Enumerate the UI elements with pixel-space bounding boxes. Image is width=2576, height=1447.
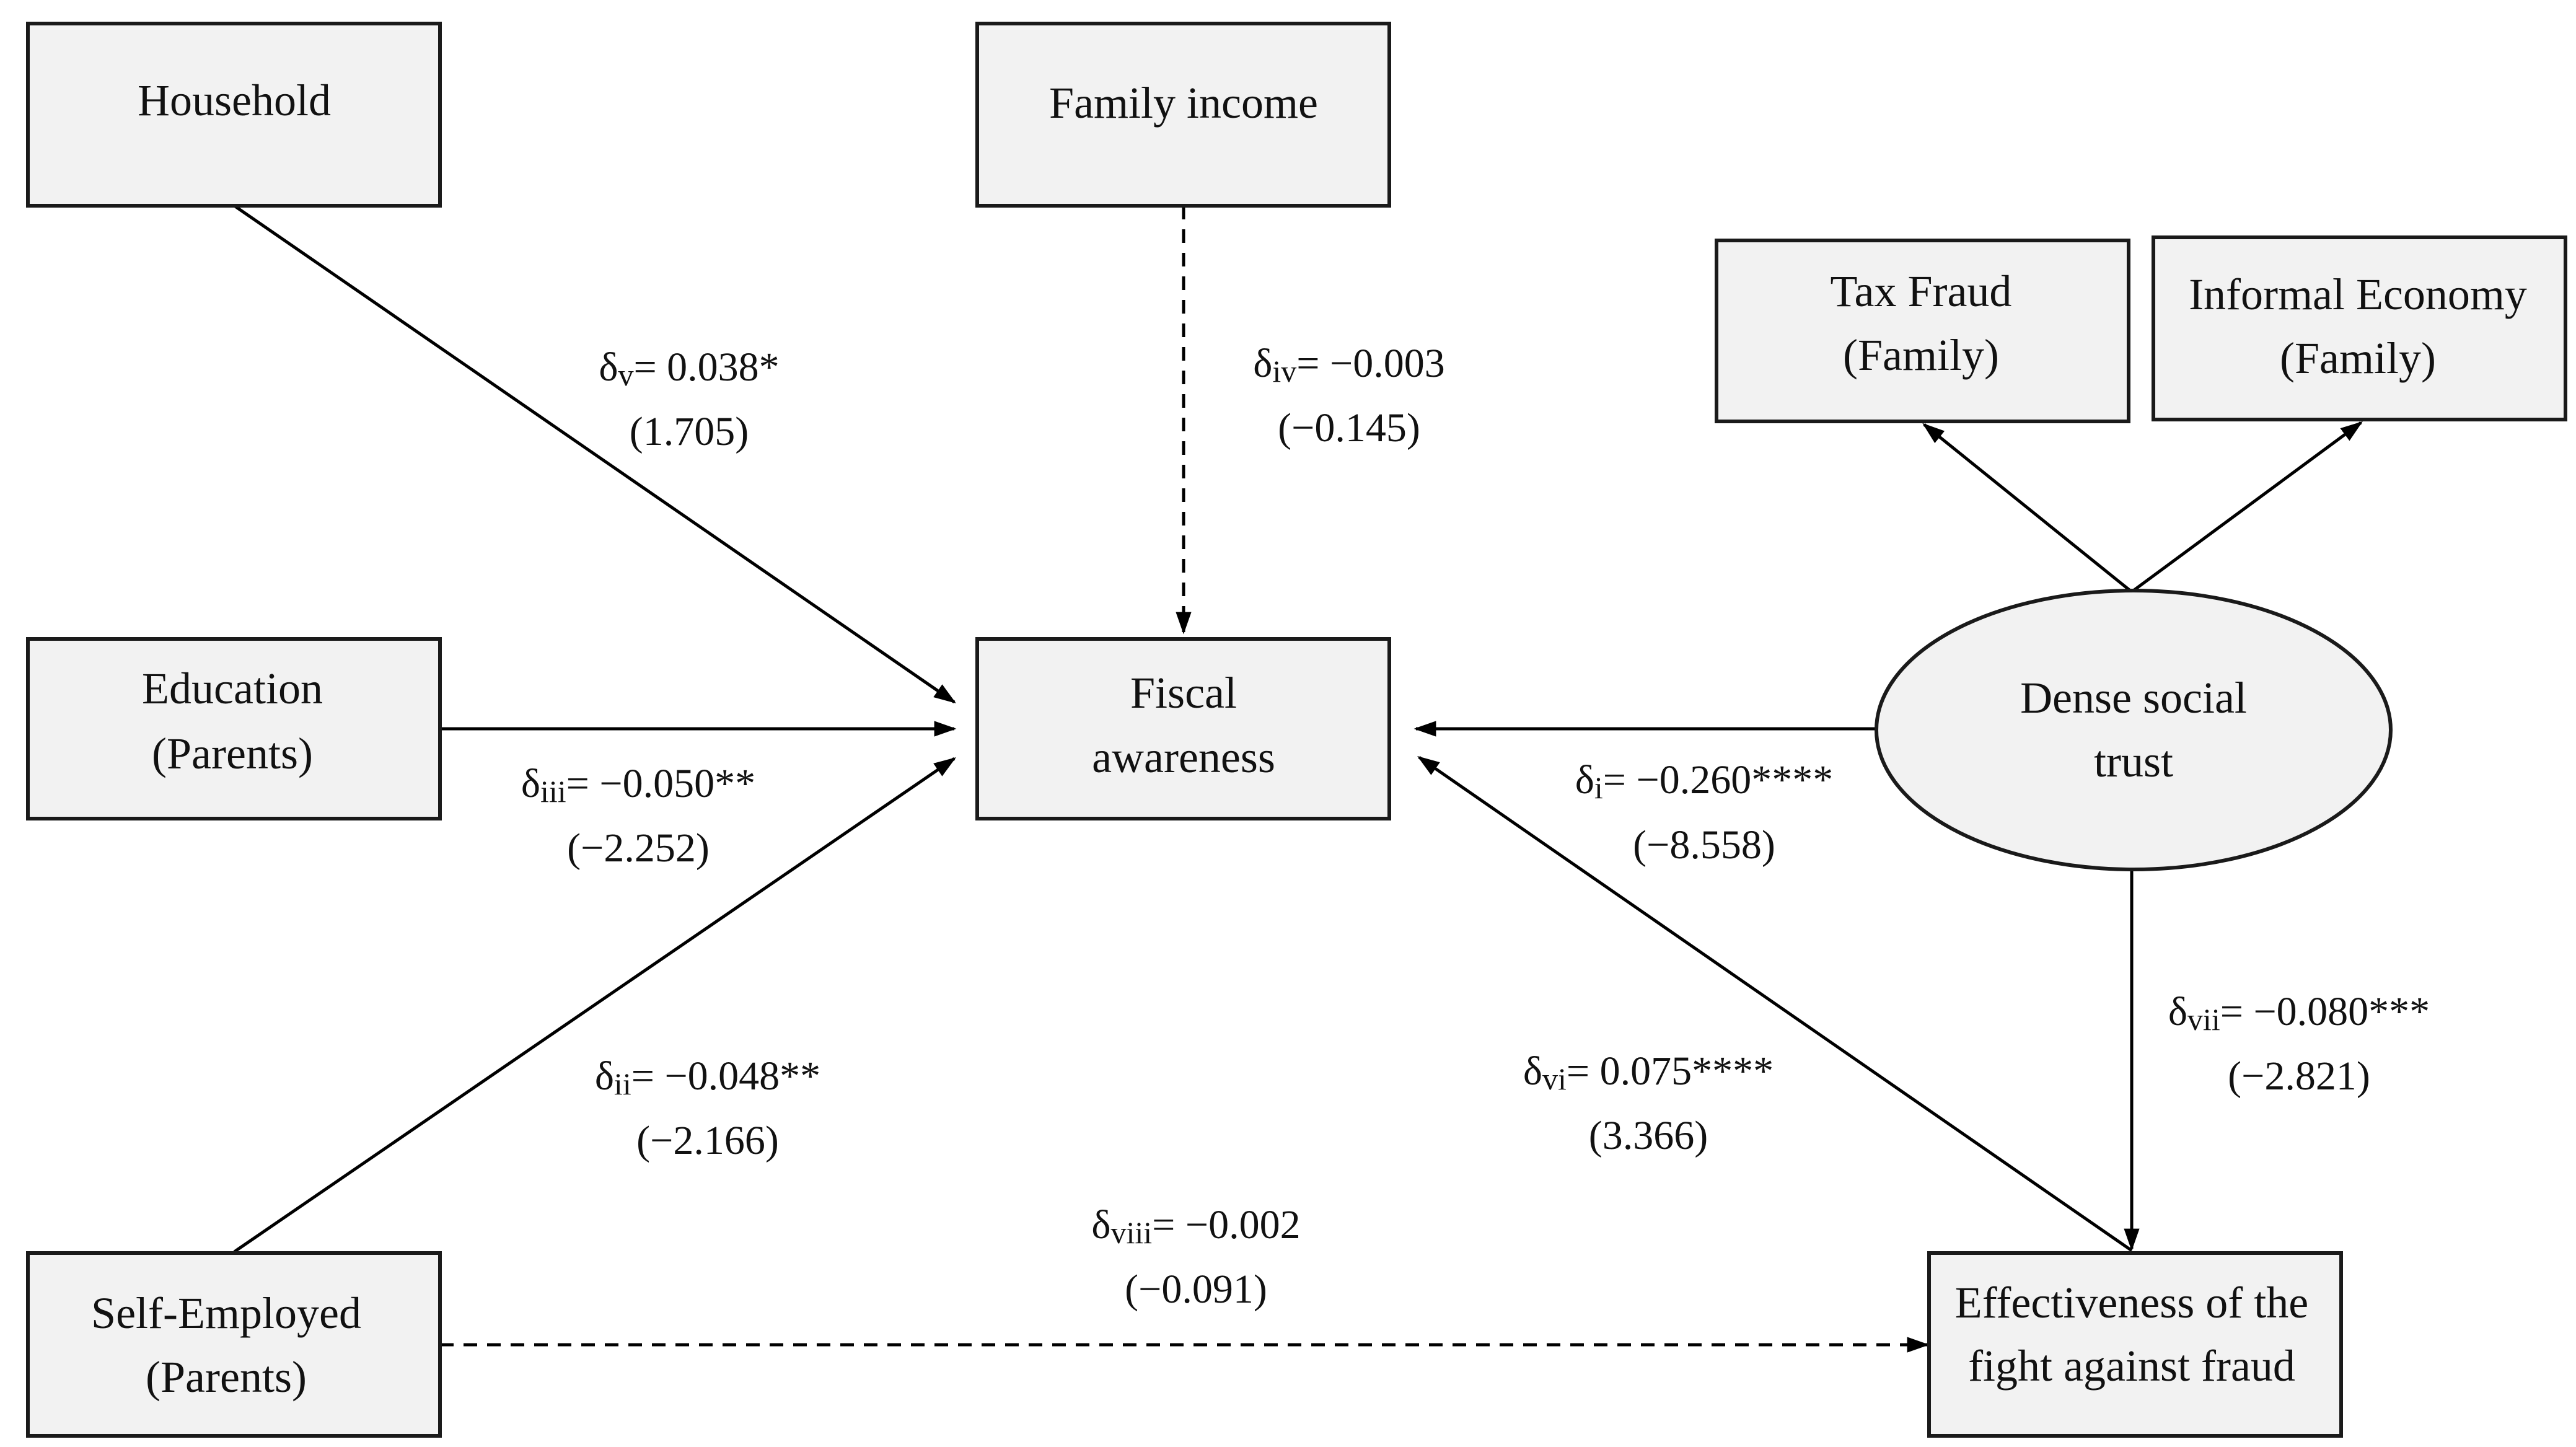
coef-selfemployed-fiscal-stat: (−2.166) xyxy=(636,1118,779,1163)
coef-selfemployed-fiscal: δii= −0.048** (−2.166) xyxy=(595,1053,820,1163)
edge-household-to-fiscal-awareness xyxy=(233,204,956,704)
coef-income-fiscal: δiv= −0.003 (−0.145) xyxy=(1253,341,1444,451)
node-fiscal-awareness-label-line1: Fiscal xyxy=(1130,668,1237,718)
coef-effectiveness-fiscal: δvi= 0.075**** (3.366) xyxy=(1523,1049,1774,1158)
edge-trust-to-informal-economy xyxy=(2130,421,2363,594)
coef-education-fiscal: δiii= −0.050** (−2.252) xyxy=(521,761,755,871)
node-education-label-line2: (Parents) xyxy=(152,729,313,778)
coef-selfemployed-effectiveness: δviii= −0.002 (−0.091) xyxy=(1091,1202,1300,1312)
node-effectiveness-label-line2: fight against fraud xyxy=(1968,1341,2295,1391)
coef-selfemployed-effectiveness-stat: (−0.091) xyxy=(1125,1267,1267,1312)
coef-effectiveness-fiscal-stat: (3.366) xyxy=(1589,1113,1708,1158)
coefficient-labels: δv= 0.038* (1.705) δiv= −0.003 (−0.145) … xyxy=(521,341,2430,1312)
coef-trust-effectiveness: δvii= −0.080*** (−2.821) xyxy=(2168,989,2430,1099)
node-dense-social-trust: Dense social trust xyxy=(1875,589,2393,871)
node-informal-economy-label-line1: Informal Economy xyxy=(2189,270,2527,319)
node-self-employed-label-line2: (Parents) xyxy=(146,1352,307,1402)
node-dense-social-trust-label-line2: trust xyxy=(2094,737,2173,786)
coef-education-fiscal-stat: (−2.252) xyxy=(567,825,710,871)
node-dense-social-trust-label-line1: Dense social xyxy=(2020,673,2247,723)
node-family-income-label: Family income xyxy=(1049,78,1318,128)
node-education-parents: Education (Parents) xyxy=(26,637,442,820)
node-informal-economy-label-line2: (Family) xyxy=(2280,333,2436,383)
node-household-label: Household xyxy=(138,76,331,125)
node-self-employed-label-line1: Self-Employed xyxy=(91,1288,361,1338)
node-household: Household xyxy=(26,22,442,208)
node-tax-fraud-label-line2: (Family) xyxy=(1843,330,1999,380)
edge-self-employed-to-fiscal-awareness xyxy=(233,757,956,1254)
edges xyxy=(233,204,2363,1353)
coef-effectiveness-fiscal-value: δvi= 0.075**** xyxy=(1523,1049,1774,1096)
coef-education-fiscal-value: δiii= −0.050** xyxy=(521,761,755,809)
node-fiscal-awareness: Fiscal awareness xyxy=(975,637,1391,820)
coef-household-fiscal-stat: (1.705) xyxy=(630,409,749,454)
edge-trust-to-tax-fraud xyxy=(1922,423,2133,593)
coef-selfemployed-fiscal-value: δii= −0.048** xyxy=(595,1053,820,1101)
node-effectiveness-fight-fraud: Effectiveness of the fight against fraud xyxy=(1927,1251,2343,1438)
coef-income-fiscal-stat: (−0.145) xyxy=(1278,405,1420,451)
node-family-income: Family income xyxy=(975,22,1391,208)
coef-selfemployed-effectiveness-value: δviii= −0.002 xyxy=(1091,1202,1300,1250)
node-tax-fraud-label-line1: Tax Fraud xyxy=(1831,266,2012,316)
edge-effectiveness-to-fiscal-awareness xyxy=(1417,755,2133,1252)
coef-trust-fiscal-value: δi= −0.260**** xyxy=(1575,757,1833,805)
coef-trust-effectiveness-stat: (−2.821) xyxy=(2228,1053,2370,1099)
node-informal-economy-family: Informal Economy (Family) xyxy=(2152,235,2567,421)
node-fiscal-awareness-label-line2: awareness xyxy=(1092,732,1275,782)
node-education-label-line1: Education xyxy=(142,664,323,713)
coef-trust-fiscal-stat: (−8.558) xyxy=(1633,822,1775,868)
coef-trust-fiscal: δi= −0.260**** (−8.558) xyxy=(1575,757,1833,868)
coef-household-fiscal-value: δv= 0.038* xyxy=(599,345,779,392)
coef-household-fiscal: δv= 0.038* (1.705) xyxy=(599,345,779,454)
coef-income-fiscal-value: δiv= −0.003 xyxy=(1253,341,1444,389)
node-tax-fraud-family: Tax Fraud (Family) xyxy=(1715,239,2130,423)
node-effectiveness-label-line1: Effectiveness of the xyxy=(1955,1278,2308,1327)
coef-trust-effectiveness-value: δvii= −0.080*** xyxy=(2168,989,2430,1037)
nodes: Household Family income Education (Paren… xyxy=(26,22,2567,1438)
node-self-employed-parents: Self-Employed (Parents) xyxy=(26,1251,442,1438)
